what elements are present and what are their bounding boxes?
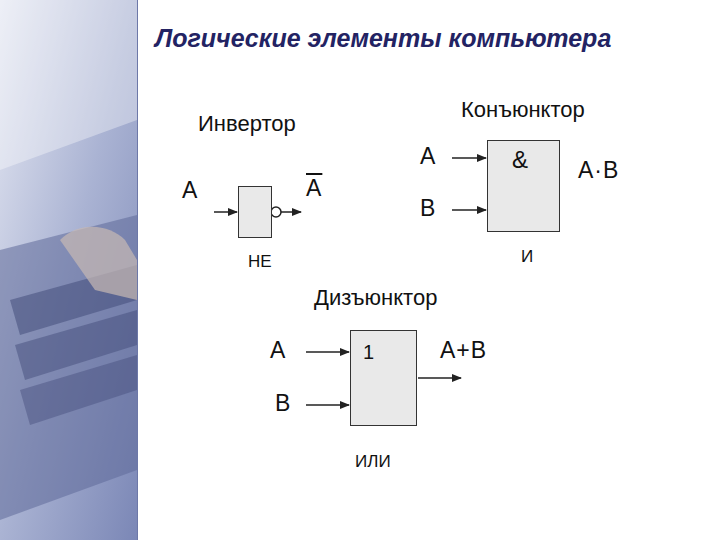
signal-name: B	[420, 196, 436, 221]
signal-name: B	[275, 391, 291, 416]
gate-caption: НЕ	[248, 253, 272, 272]
signal-name: A	[270, 338, 286, 363]
inversion-bubble	[271, 207, 281, 217]
gate-caption: ИЛИ	[355, 453, 391, 472]
gate-heading: Инвертор	[198, 112, 296, 136]
input-wire	[452, 209, 486, 211]
signal-name: A	[182, 178, 198, 203]
input-wire	[452, 157, 486, 159]
gate-symbol: &	[512, 147, 528, 173]
input-wire	[306, 351, 349, 353]
gate-heading: Конъюнктор	[461, 98, 585, 122]
output-wire	[281, 211, 301, 213]
signal-name: A	[306, 176, 322, 201]
gate-heading: Дизъюнктор	[314, 286, 437, 310]
laptop-photo	[0, 0, 138, 540]
logic-gate-box: ИнверторНЕ	[238, 186, 272, 238]
output-expression: A+B	[440, 338, 487, 363]
output-wire	[418, 377, 461, 379]
slide-title: Логические элементы компьютера	[155, 24, 611, 53]
logic-gate-box: Дизъюнктор1ИЛИ	[350, 330, 417, 426]
output-expression: A·B	[578, 158, 619, 183]
input-wire	[306, 404, 349, 406]
gate-caption: И	[521, 248, 533, 267]
signal-name: A	[420, 144, 436, 169]
input-wire	[214, 211, 237, 213]
gate-symbol: 1	[363, 341, 374, 363]
logic-gate-box: Конъюнктор&И	[487, 140, 560, 232]
